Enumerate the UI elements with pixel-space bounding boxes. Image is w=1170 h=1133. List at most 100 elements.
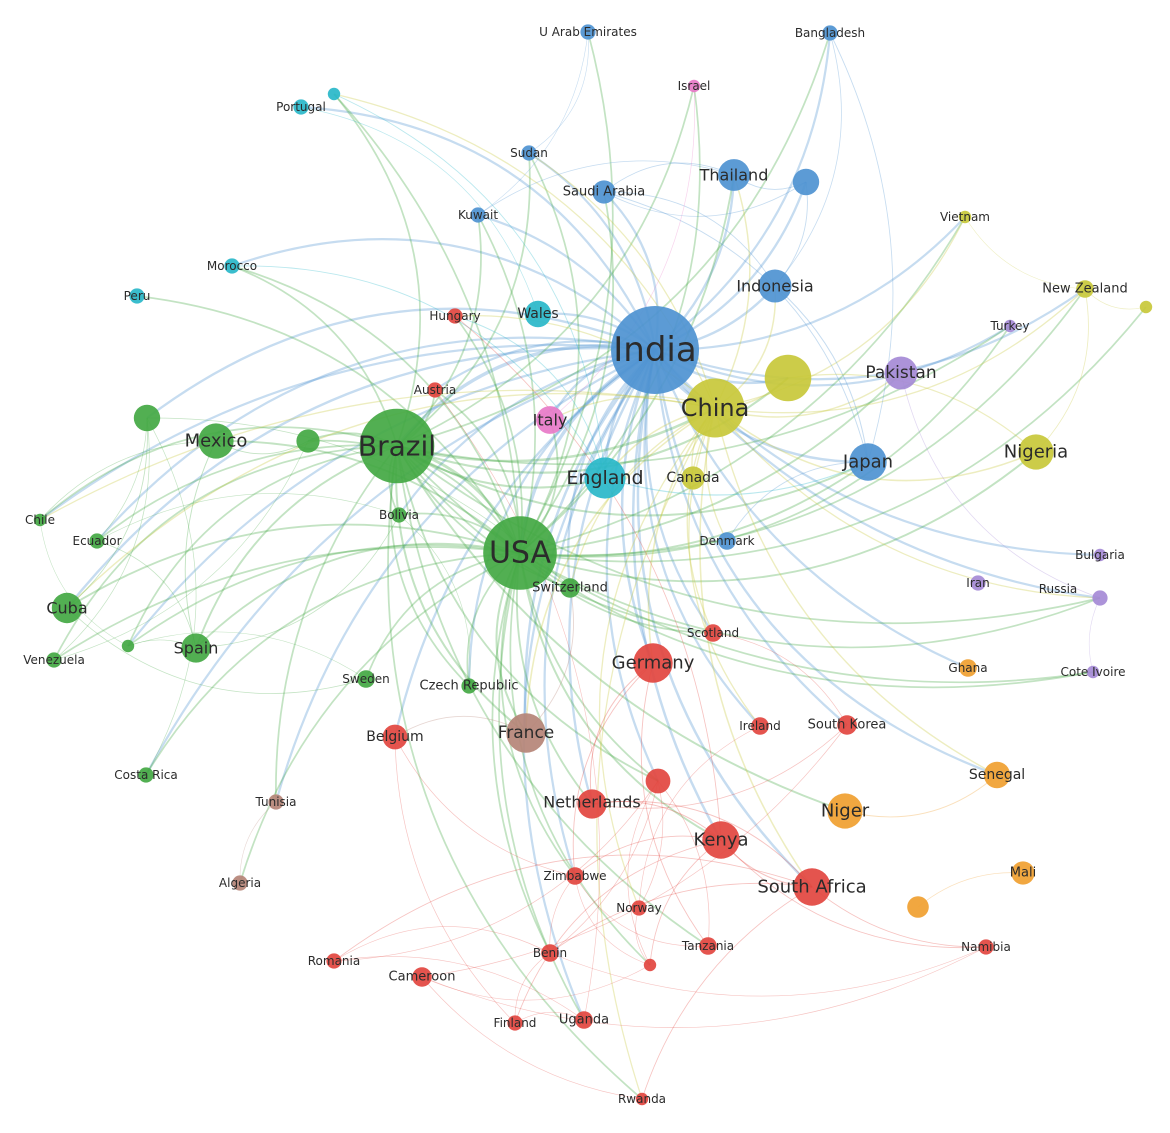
node-unl-green2[interactable] [296, 429, 320, 453]
node-pakistan[interactable] [884, 356, 918, 390]
node-unl-orange[interactable] [907, 896, 929, 918]
node-niger[interactable] [827, 793, 863, 829]
node-israel[interactable] [687, 79, 701, 93]
label-norway: Norway [616, 901, 662, 915]
edge-south_africa-romania [333, 854, 813, 962]
node-peru[interactable] [129, 288, 145, 304]
node-uae[interactable] [580, 24, 596, 40]
node-costa-rica[interactable] [138, 767, 154, 783]
node-netherlands[interactable] [577, 789, 607, 819]
node-uganda[interactable] [575, 1011, 593, 1029]
node-ireland[interactable] [751, 717, 769, 735]
node-russia[interactable] [1092, 590, 1108, 606]
node-sweden[interactable] [357, 670, 375, 688]
node-ghana[interactable] [959, 659, 977, 677]
node-canada[interactable] [681, 466, 705, 490]
node-unl-cyan[interactable] [327, 87, 341, 101]
node-benin[interactable] [541, 944, 559, 962]
node-unl-yellow2[interactable] [1139, 300, 1153, 314]
node-germany[interactable] [633, 643, 673, 683]
label-cote-ivoire: Cote Ivoire [1061, 665, 1126, 679]
node-finland[interactable] [507, 1015, 523, 1031]
node-zimbabwe[interactable] [566, 867, 584, 885]
node-bolivia[interactable] [391, 507, 407, 523]
node-bangladesh[interactable] [822, 25, 838, 41]
node-france[interactable] [506, 713, 546, 753]
node-cameroon[interactable] [412, 967, 432, 987]
edge-nigeria-new_zealand [1035, 288, 1089, 453]
node-rwanda[interactable] [635, 1092, 649, 1106]
node-kuwait[interactable] [470, 207, 486, 223]
node-unl-yellow[interactable] [764, 354, 812, 402]
node-south-africa[interactable] [793, 868, 831, 906]
node-cuba[interactable] [51, 592, 83, 624]
node-unl-green1[interactable] [133, 404, 161, 432]
edge-brazil-china [396, 406, 716, 463]
node-nigeria[interactable] [1018, 434, 1054, 470]
node-tunisia[interactable] [268, 794, 284, 810]
node-usa[interactable] [483, 516, 557, 590]
node-mexico[interactable] [198, 423, 234, 459]
node-romania[interactable] [326, 953, 342, 969]
edge-usa-unl_yellow2 [519, 306, 1147, 563]
node-unl-red2[interactable] [643, 958, 657, 972]
label-belgium: Belgium [366, 729, 423, 745]
edge-ecuador-unl_green1 [96, 417, 148, 542]
node-unl-red1[interactable] [645, 768, 671, 794]
node-denmark[interactable] [718, 532, 736, 550]
node-vietnam[interactable] [958, 210, 972, 224]
node-unl-green3[interactable] [121, 639, 135, 653]
label-nigeria: Nigeria [1004, 442, 1068, 463]
node-wales[interactable] [524, 300, 552, 328]
node-indonesia[interactable] [758, 269, 792, 303]
node-saudi-arabia[interactable] [592, 180, 616, 204]
node-cote-ivoire[interactable] [1086, 665, 1100, 679]
node-brazil[interactable] [359, 408, 435, 484]
edge-india-new_zealand [654, 288, 1086, 381]
node-japan[interactable] [849, 443, 887, 481]
node-belgium[interactable] [382, 724, 408, 750]
node-spain[interactable] [181, 633, 211, 663]
node-england[interactable] [584, 457, 626, 499]
node-namibia[interactable] [978, 939, 994, 955]
node-kenya[interactable] [702, 821, 740, 859]
node-norway[interactable] [631, 900, 647, 916]
label-brazil: Brazil [358, 430, 436, 463]
edge-india-kenya [631, 349, 723, 841]
node-thailand[interactable] [718, 159, 750, 191]
node-austria[interactable] [427, 382, 443, 398]
node-bulgaria[interactable] [1093, 548, 1107, 562]
node-algeria[interactable] [232, 875, 248, 891]
edge-pakistan-russia [900, 372, 1101, 599]
edge-brazil-ecuador [96, 444, 398, 542]
node-sudan[interactable] [521, 145, 537, 161]
node-mali[interactable] [1011, 861, 1035, 885]
node-unl-blue[interactable] [792, 168, 820, 196]
node-morocco[interactable] [224, 258, 240, 274]
edge-china-new_zealand [714, 288, 1086, 414]
edge-china-germany [647, 407, 716, 664]
node-senegal[interactable] [983, 761, 1011, 789]
label-switzerland: Switzerland [532, 581, 608, 596]
label-bangladesh: Bangladesh [795, 26, 865, 40]
node-tanzania[interactable] [699, 937, 717, 955]
label-england: England [566, 467, 643, 489]
node-india[interactable] [611, 306, 699, 394]
node-iran[interactable] [970, 575, 986, 591]
label-spain: Spain [174, 639, 219, 658]
node-switzerland[interactable] [560, 578, 580, 598]
node-scotland[interactable] [704, 624, 722, 642]
node-chile[interactable] [33, 513, 47, 527]
node-china[interactable] [685, 378, 745, 438]
node-new-zealand[interactable] [1076, 280, 1094, 298]
node-hungary[interactable] [447, 308, 463, 324]
node-portugal[interactable] [293, 99, 309, 115]
node-venezuela[interactable] [46, 652, 62, 668]
label-kuwait: Kuwait [458, 208, 498, 222]
node-south-korea[interactable] [837, 715, 857, 735]
node-turkey[interactable] [1003, 319, 1017, 333]
node-ecuador[interactable] [89, 533, 105, 549]
label-costa-rica: Costa Rica [114, 768, 177, 782]
node-italy[interactable] [536, 406, 564, 434]
node-czech-republic[interactable] [461, 678, 477, 694]
